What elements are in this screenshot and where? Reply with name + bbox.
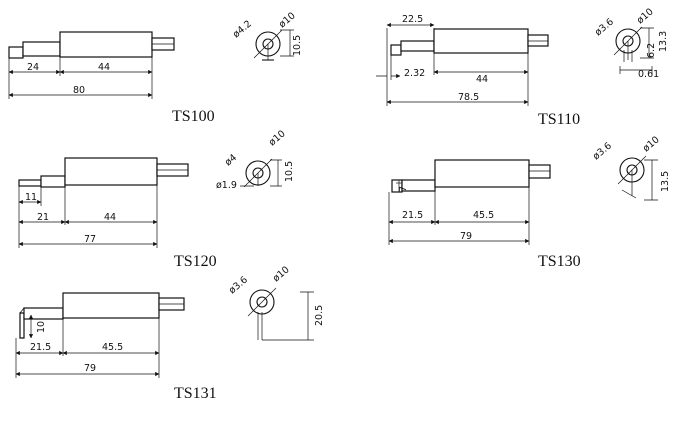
ts100-dim-total: 80 bbox=[73, 85, 85, 96]
ts100-section-dia-small: ø4.2 bbox=[231, 18, 254, 40]
ts131-dim-total: 79 bbox=[84, 363, 96, 374]
ts130-section-dia-small: ø3.6 bbox=[591, 140, 614, 162]
ts120-section-view: ø4 ø10 ø1.9 10.5 bbox=[216, 128, 295, 191]
ts130-dim-h: 7 bbox=[398, 186, 409, 192]
ts100-side-view: 24 44 80 bbox=[8, 31, 175, 99]
ts120-dim-body: 44 bbox=[104, 212, 116, 223]
ts131-model-label: TS131 bbox=[174, 385, 217, 402]
ts131-dim-left: 21.5 bbox=[30, 342, 51, 353]
ts100-drawing: 24 44 80 ø4.2 ø10 10.5 TS100 bbox=[8, 10, 303, 125]
ts130-dim-body: 45.5 bbox=[473, 210, 494, 221]
ts120-dim-left: 21 bbox=[37, 212, 49, 223]
ts120-model-label: TS120 bbox=[174, 253, 217, 270]
ts110-side-view: 22.5 2.32 44 78.5 bbox=[376, 14, 549, 106]
ts131-dim-h: 10 bbox=[36, 321, 47, 333]
ts100-model-label: TS100 bbox=[172, 108, 215, 125]
ts130-section-height: 13.5 bbox=[660, 171, 671, 192]
ts110-dim-body: 44 bbox=[476, 74, 488, 85]
ts100-dim-tip: 24 bbox=[27, 62, 39, 73]
ts131-section-dia-small: ø3.6 bbox=[227, 274, 250, 296]
ts120-section-dia-large: ø10 bbox=[267, 128, 288, 148]
ts120-dim-total: 77 bbox=[84, 234, 96, 245]
ts120-drawing: 11 21 44 77 ø4 ø10 ø1.9 10.5 TS120 bbox=[18, 128, 295, 270]
ts100-section-view: ø4.2 ø10 10.5 bbox=[231, 10, 303, 61]
ts120-side-view: 11 21 44 77 bbox=[18, 157, 189, 248]
ts110-section-dia-small: ø3.6 bbox=[593, 16, 616, 38]
ts110-section-h2: 6.2 bbox=[646, 43, 657, 58]
ts120-section-dia-small: ø4 bbox=[223, 152, 239, 168]
ts130-drawing: 7 21.5 45.5 79 ø3.6 ø10 13.5 TS130 bbox=[388, 134, 671, 270]
ts110-dim-top: 22.5 bbox=[402, 14, 423, 25]
ts100-section-dia-large: ø10 bbox=[277, 10, 298, 30]
ts120-dim-tip: 11 bbox=[25, 192, 37, 203]
ts110-section-dia-large: ø10 bbox=[635, 6, 656, 26]
ts131-section-dia-large: ø10 bbox=[271, 264, 292, 284]
ts100-section-height: 10.5 bbox=[292, 35, 303, 56]
ts130-dim-total: 79 bbox=[460, 231, 472, 242]
ts130-section-dia-large: ø10 bbox=[641, 134, 662, 154]
ts130-section-view: ø3.6 ø10 13.5 bbox=[591, 134, 671, 201]
ts131-dim-body: 45.5 bbox=[102, 342, 123, 353]
ts130-dim-left: 21.5 bbox=[402, 210, 423, 221]
ts131-section-view: ø3.6 ø10 20.5 bbox=[227, 264, 325, 341]
ts110-section-height: 13.3 bbox=[658, 31, 669, 52]
ts131-section-height: 20.5 bbox=[314, 305, 325, 326]
ts110-section-view: ø3.6 ø10 13.3 6.2 0.61 bbox=[593, 6, 669, 80]
ts130-model-label: TS130 bbox=[538, 253, 581, 270]
ts110-drawing: 22.5 2.32 44 78.5 ø3.6 ø10 13.3 6.2 0.61… bbox=[376, 6, 669, 128]
ts100-dim-body: 44 bbox=[98, 62, 110, 73]
ts110-model-label: TS110 bbox=[538, 111, 580, 128]
ts120-section-height: 10.5 bbox=[284, 161, 295, 182]
ts130-side-view: 7 21.5 45.5 79 bbox=[388, 159, 551, 245]
ts110-section-width: 0.61 bbox=[638, 69, 659, 80]
ts110-dim-offset: 2.32 bbox=[404, 68, 425, 79]
ts131-side-view: 10 21.5 45.5 79 bbox=[15, 292, 185, 378]
ts110-dim-total: 78.5 bbox=[458, 92, 479, 103]
ts131-drawing: 10 21.5 45.5 79 ø3.6 ø10 20.5 TS131 bbox=[15, 264, 325, 402]
ts120-section-dia-tip: ø1.9 bbox=[216, 180, 237, 191]
